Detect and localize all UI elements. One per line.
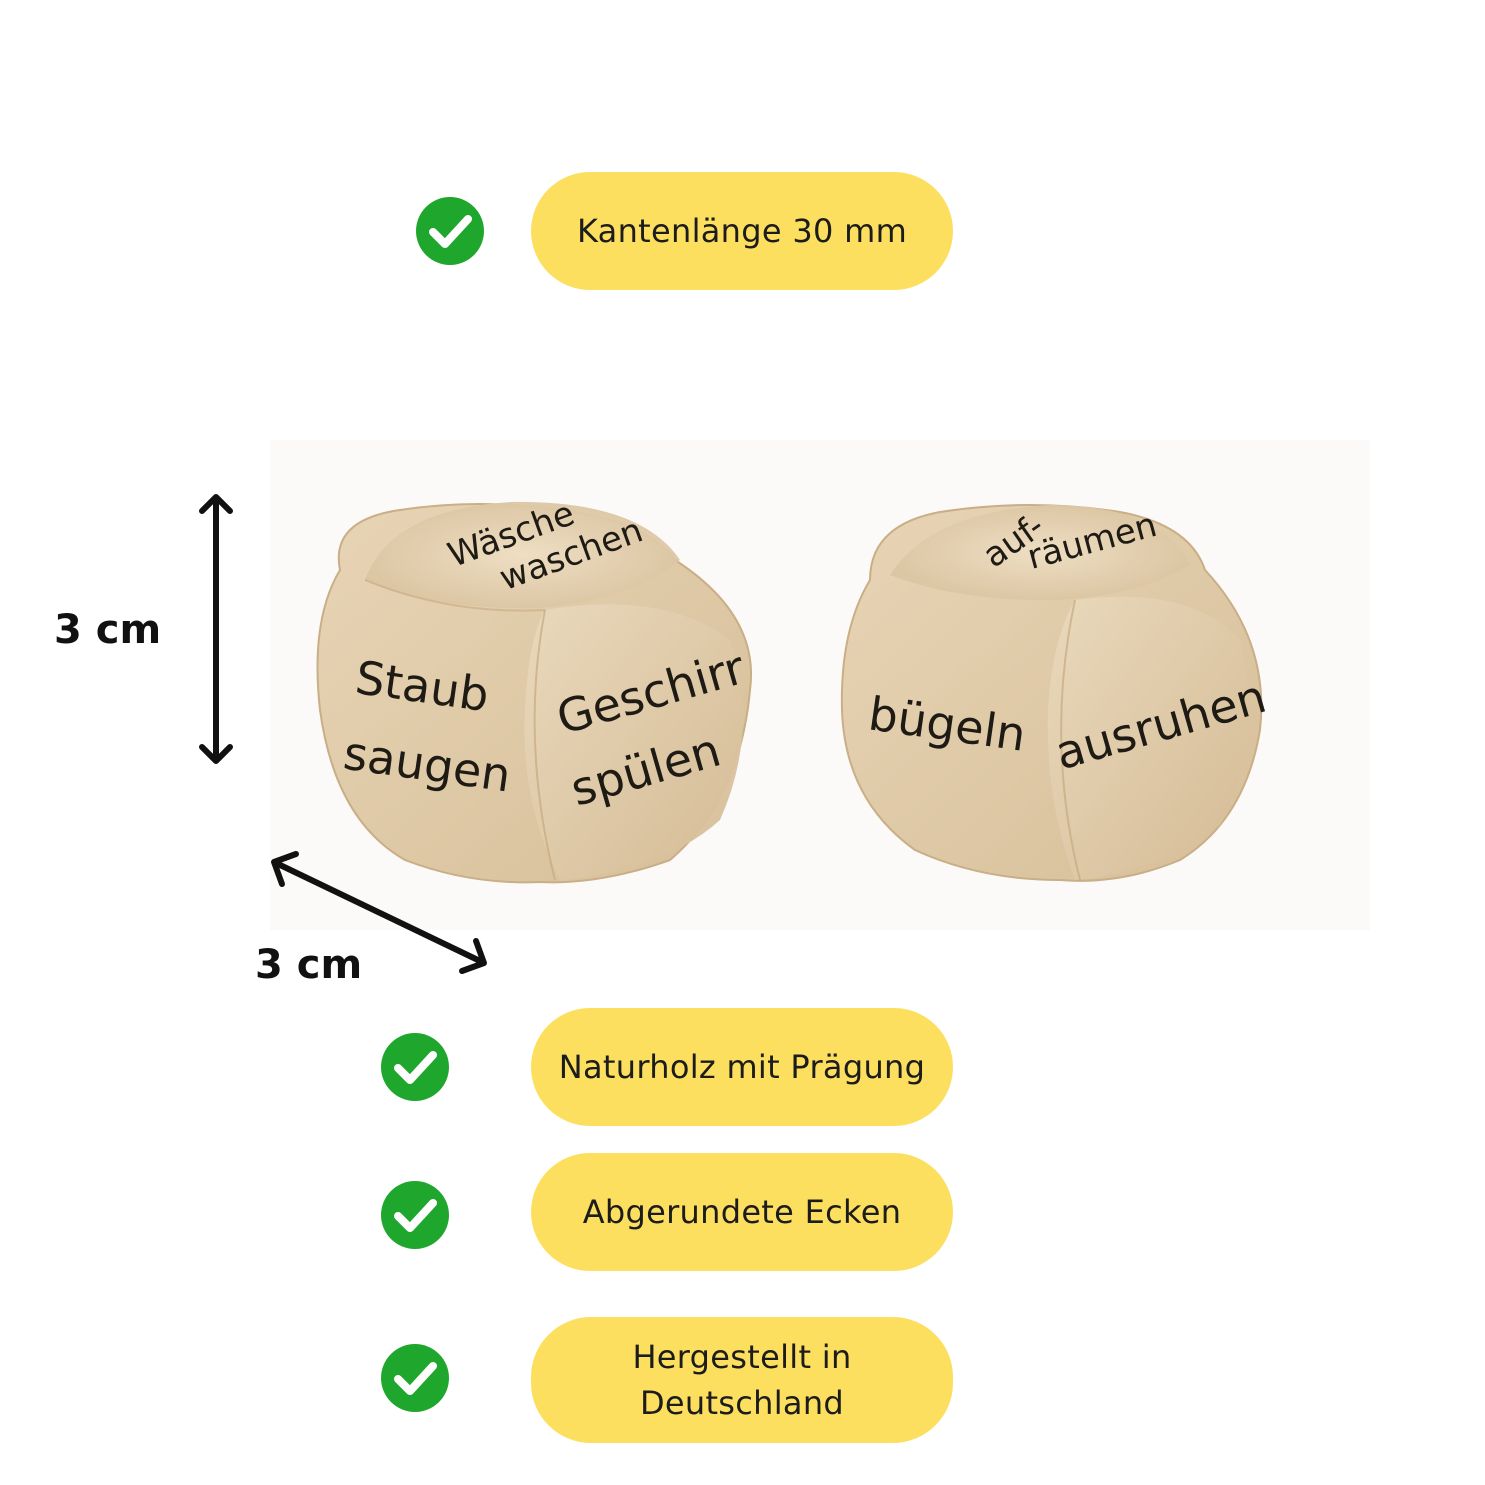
diagonal-dimension-arrow-icon	[271, 851, 487, 974]
feature-pill-rounded-corners: Abgerundete Ecken	[531, 1153, 953, 1271]
vertical-dimension-arrow-icon	[199, 494, 233, 764]
feature-pill-made-in-germany: Hergestellt in Deutschland	[531, 1317, 953, 1443]
width-dimension-label: 3 cm	[255, 942, 363, 988]
checkmark-icon	[381, 1033, 449, 1101]
feature-label: Hergestellt in Deutschland	[632, 1337, 852, 1422]
feature-label: Abgerundete Ecken	[582, 1192, 902, 1231]
left-die: Wäsche waschen Staub saugen Geschirr spü…	[316, 493, 752, 884]
checkmark-icon	[416, 197, 484, 265]
dice-photo: Wäsche waschen Staub saugen Geschirr spü…	[270, 440, 1370, 930]
feature-label: Naturholz mit Prägung	[558, 1047, 926, 1086]
feature-pill-edge-length: Kantenlänge 30 mm	[531, 172, 953, 290]
feature-pill-natural-wood: Naturholz mit Prägung	[531, 1008, 953, 1126]
height-dimension-label: 3 cm	[54, 607, 162, 653]
feature-label: Kantenlänge 30 mm	[576, 211, 908, 250]
checkmark-icon	[381, 1344, 449, 1412]
right-die: auf- räumen bügeln ausruhen	[840, 504, 1272, 882]
checkmark-icon	[381, 1181, 449, 1249]
